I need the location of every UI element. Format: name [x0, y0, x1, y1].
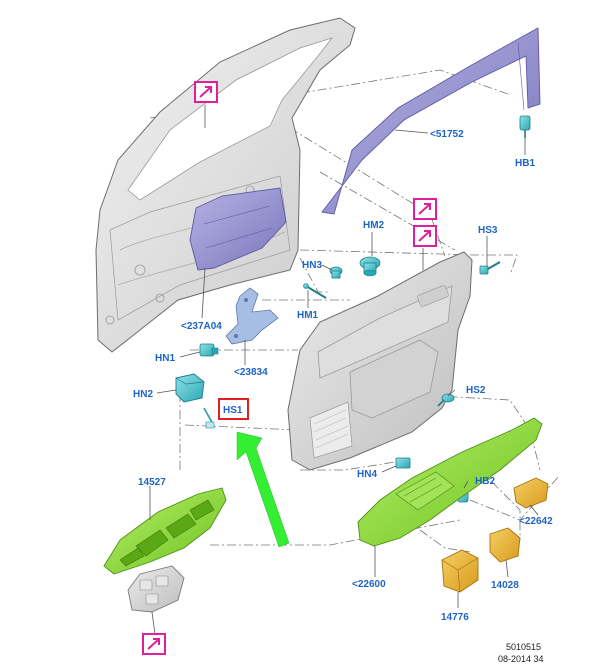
green-pointer-arrow [236, 431, 290, 548]
clip-hn2 [175, 373, 205, 403]
label-hs3[interactable]: HS3 [478, 225, 498, 236]
label-14527[interactable]: 14527 [138, 477, 166, 488]
label-237a04[interactable]: <237A04 [181, 321, 222, 332]
door-shell [95, 17, 356, 353]
label-14028[interactable]: 14028 [491, 580, 519, 591]
door-trim-panel [287, 251, 473, 471]
part-14776 [441, 549, 479, 593]
label-22642[interactable]: <22642 [519, 516, 553, 527]
leader-lines [149, 105, 539, 635]
clip-hn1 [199, 343, 219, 357]
switch-bezel-14527 [103, 487, 227, 575]
nut-hn3 [329, 266, 343, 279]
grommet-hm2 [359, 256, 381, 277]
label-hn3[interactable]: HN3 [302, 260, 322, 271]
diagram-date: 08-2014 34 [498, 654, 544, 664]
label-hb1[interactable]: HB1 [515, 158, 535, 169]
label-hn1[interactable]: HN1 [155, 353, 175, 364]
window-switch [127, 565, 185, 613]
hs1-highlight-box [218, 398, 249, 420]
label-14776[interactable]: 14776 [441, 612, 469, 623]
label-hm1[interactable]: HM1 [297, 310, 319, 321]
part-14028 [489, 527, 521, 563]
clip-hb1 [519, 115, 531, 138]
watershield-panel [189, 187, 287, 271]
bracket-22642 [513, 477, 549, 509]
label-hs1[interactable]: HS1 [223, 405, 243, 416]
external-link-callout-icon[interactable] [413, 225, 437, 247]
label-51752[interactable]: <51752 [430, 129, 464, 140]
label-22600[interactable]: <22600 [352, 579, 386, 590]
part-labels: HB1 <51752 HM2 HS3 HN3 HM1 <237A04 HN1 <… [133, 129, 553, 623]
external-link-callout-icon[interactable] [413, 198, 437, 220]
label-hn4[interactable]: HN4 [357, 469, 377, 480]
screw-hs1 [203, 407, 215, 429]
clip-hn4 [395, 457, 411, 469]
diagram-code: 5010515 [506, 642, 541, 652]
external-link-callout-icon[interactable] [194, 81, 218, 103]
label-hm2[interactable]: HM2 [363, 220, 385, 231]
label-hs2[interactable]: HS2 [466, 385, 486, 396]
label-23834[interactable]: <23834 [234, 367, 268, 378]
label-hn2[interactable]: HN2 [133, 389, 153, 400]
external-link-callout-icon[interactable] [142, 633, 166, 655]
screw-hs3 [479, 261, 501, 275]
label-hb2[interactable]: HB2 [475, 476, 495, 487]
pin-hm1 [303, 283, 327, 299]
bracket-23834 [225, 287, 279, 345]
glass-run-weatherstrip [321, 27, 541, 215]
diagram-footer: 5010515 08-2014 34 [498, 642, 544, 664]
armrest-trim-22600 [357, 417, 543, 547]
screw-hs2 [437, 393, 455, 407]
